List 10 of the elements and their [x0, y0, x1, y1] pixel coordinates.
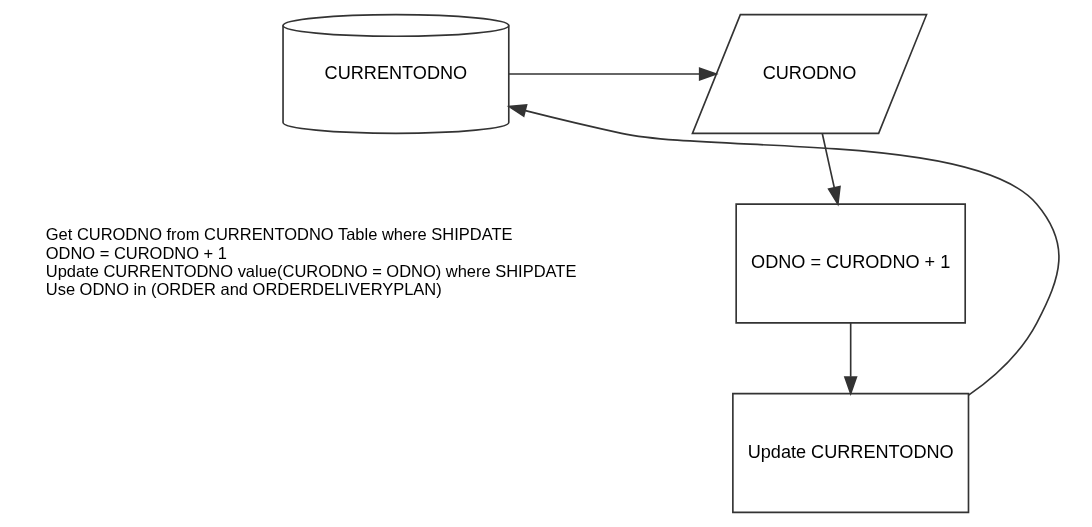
label: Update CURRENTODNO value(CURODNO = ODNO) where SHIPDATE — [45, 261, 577, 280]
arrow — [506, 104, 1060, 396]
arrow — [821, 132, 841, 207]
arrow — [508, 67, 719, 81]
node-box: ODNO = CURODNO + 1 — [735, 203, 966, 324]
node-box: Update CURRENTODNO — [732, 392, 970, 514]
label: ODNO = CURODNO + 1 — [45, 243, 227, 262]
label: Get CURODNO from CURRENTODNO Table where SHIPDATE — [45, 225, 513, 244]
arrow — [843, 322, 858, 396]
label: Use ODNO in (ORDER and ORDERDELIVERYPLAN) — [45, 279, 442, 298]
